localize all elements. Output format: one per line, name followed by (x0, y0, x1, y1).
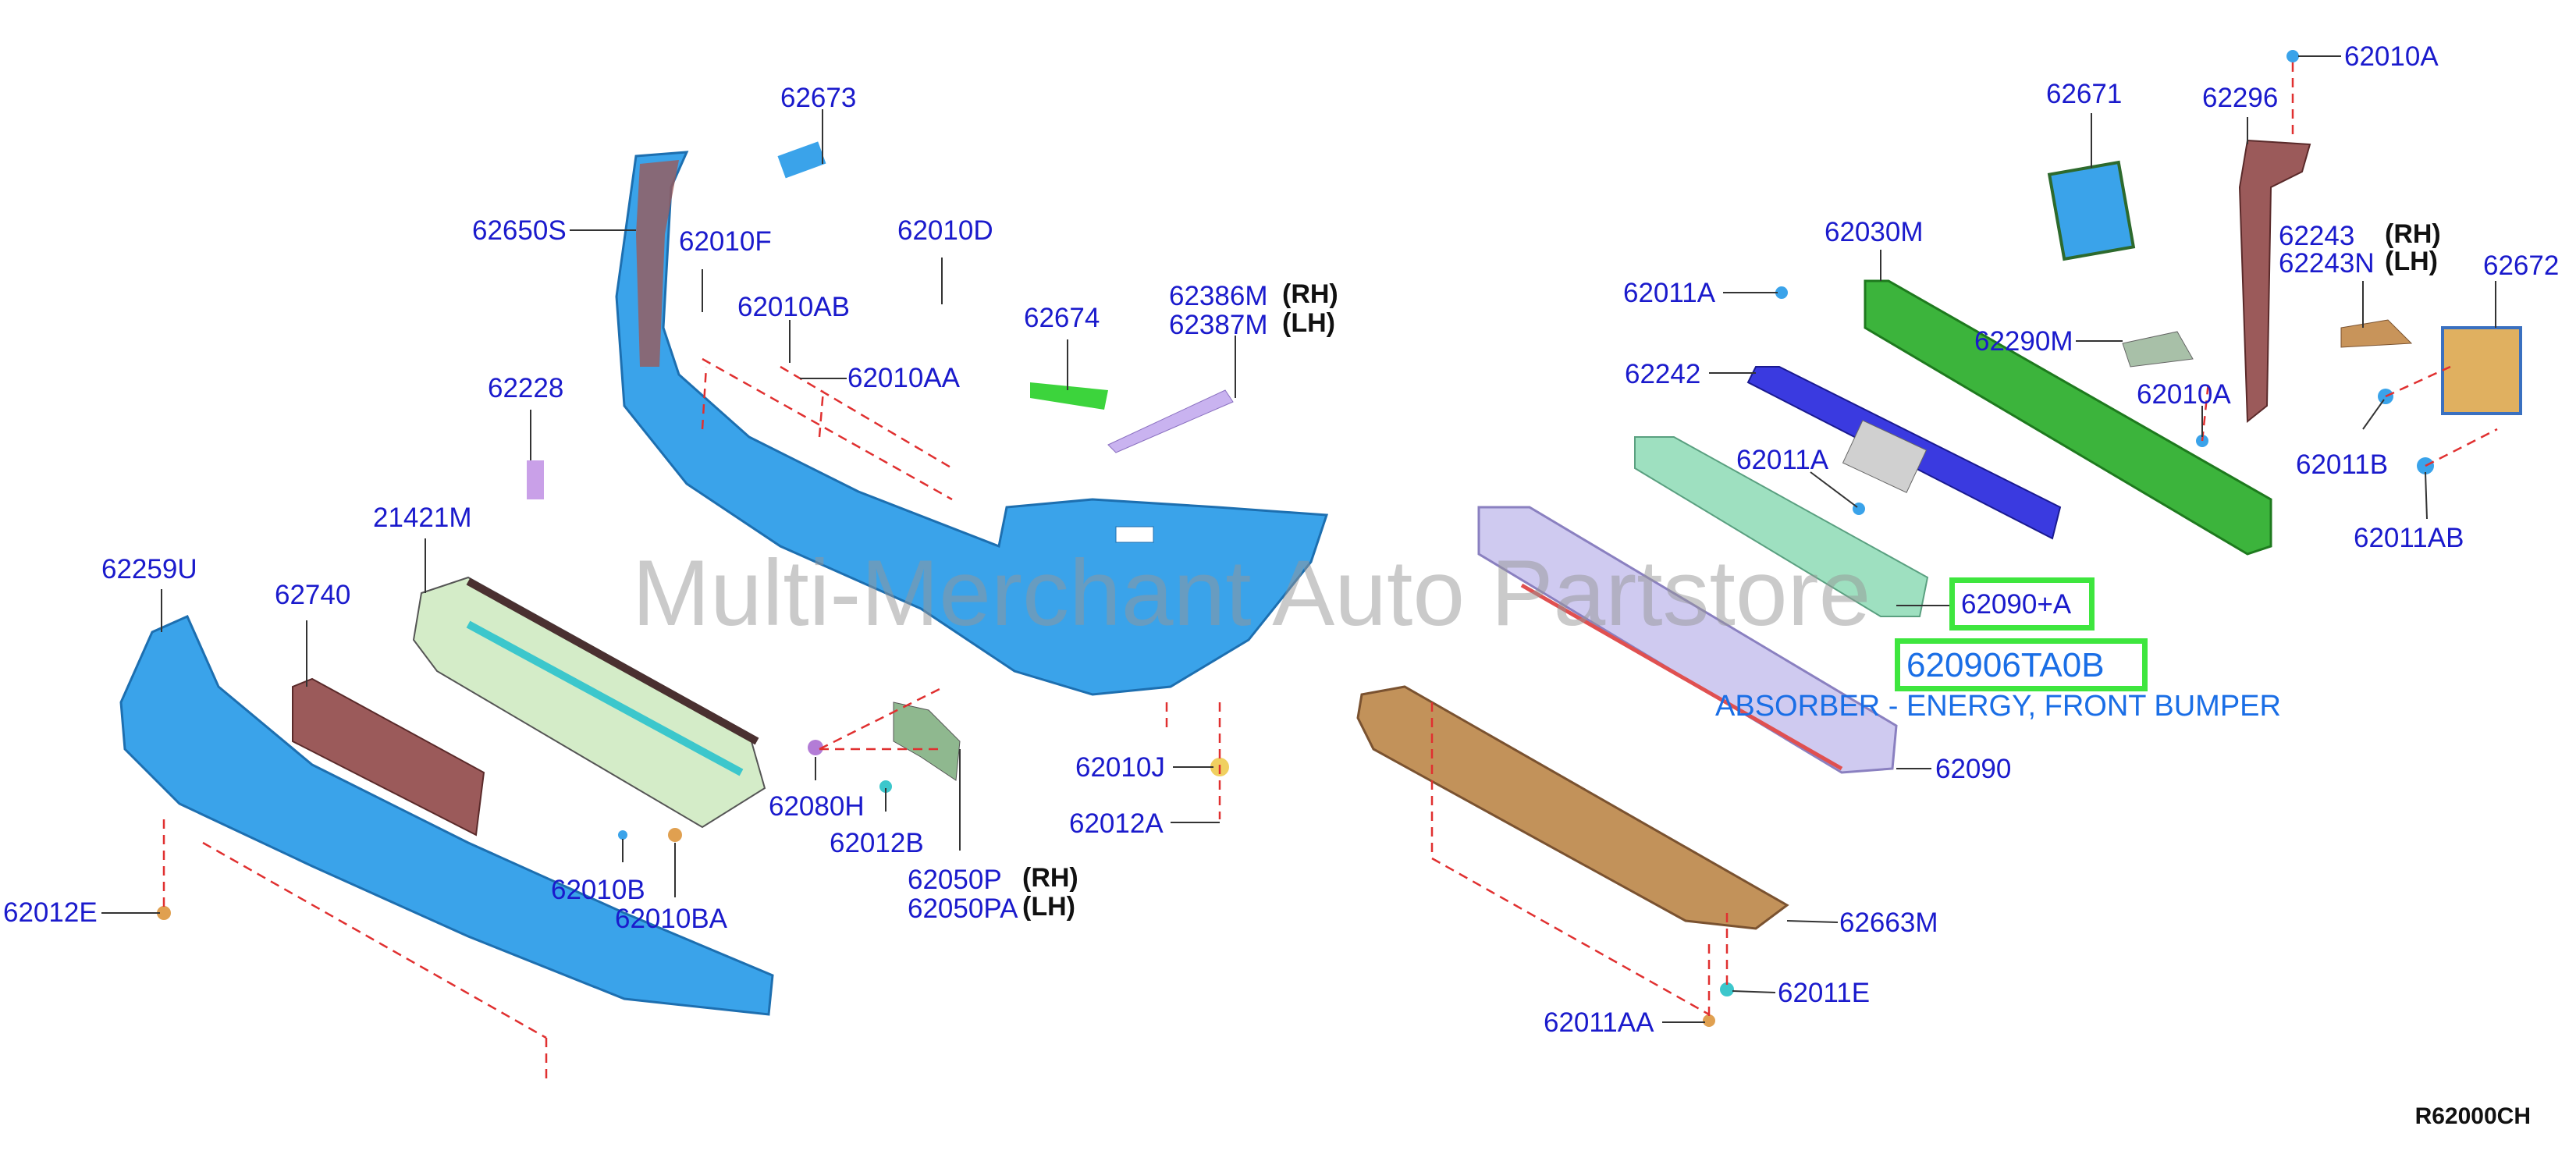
label-21421M[interactable]: 21421M (373, 503, 472, 533)
highlighted-part-description: ABSORBER - ENERGY, FRONT BUMPER (1715, 690, 2281, 723)
grille-bar (466, 620, 744, 776)
clip-62010BA (668, 828, 682, 842)
clip-62012B (879, 780, 892, 793)
bracket-62671 (2047, 160, 2136, 261)
label-62080H[interactable]: 62080H (769, 791, 865, 822)
label-62650S[interactable]: 62650S (472, 215, 567, 246)
label-62010AB[interactable]: 62010AB (737, 292, 851, 322)
label-62011B[interactable]: 62011B (2296, 449, 2389, 480)
label-62011A-top[interactable]: 62011A (1623, 278, 1716, 308)
bracket-62243 (2340, 319, 2413, 348)
bumper-reinforcement-62030M (1864, 279, 2272, 556)
label-62296[interactable]: 62296 (2202, 83, 2279, 113)
moulding-62386M (1107, 389, 1234, 453)
side-rh-62386M: (RH) (1282, 279, 1338, 309)
grille-frame (466, 577, 759, 745)
bracket-62672 (2441, 326, 2522, 415)
clip-62080H (808, 740, 823, 755)
label-62012E[interactable]: 62012E (3, 897, 98, 928)
bolt-62010A-top (2286, 50, 2299, 62)
absorber-edge (1520, 583, 1843, 771)
clip-62011AA (1703, 1014, 1715, 1027)
label-62011E[interactable]: 62011E (1778, 978, 1871, 1008)
absorber-upper-62090A (1634, 436, 1929, 617)
label-62090A[interactable]: 62090+A (1961, 589, 2072, 620)
label-62011AB[interactable]: 62011AB (2354, 523, 2464, 553)
bumper-inner-face (636, 160, 679, 367)
label-62673[interactable]: 62673 (780, 83, 857, 113)
bracket-62290M (2122, 331, 2194, 368)
bumper-reinforcement-plate (292, 677, 485, 837)
member-62296 (2238, 139, 2311, 424)
label-62387M[interactable]: 62387M (1169, 310, 1268, 340)
label-62671[interactable]: 62671 (2046, 79, 2123, 109)
label-62010BA[interactable]: 62010BA (615, 904, 728, 934)
side-rh-62243: (RH) (2385, 219, 2441, 249)
moulding-62674 (1030, 382, 1108, 410)
label-62243[interactable]: 62243 (2279, 221, 2355, 251)
license-cutout (1115, 526, 1154, 543)
label-62090[interactable]: 62090 (1935, 754, 2012, 784)
lower-bumper (119, 615, 774, 1016)
diagram-reference: R62000CH (2414, 1103, 2531, 1129)
label-62672[interactable]: 62672 (2483, 250, 2560, 281)
label-62050P[interactable]: 62050P (908, 865, 1002, 895)
fastener-dashes (162, 62, 2498, 1085)
highlight-box-62090A (1949, 577, 2095, 631)
front-bumper-fascia (615, 151, 1329, 696)
label-62259U[interactable]: 62259U (101, 554, 197, 584)
side-lh-62243N: (LH) (2385, 247, 2438, 276)
energy-absorber-62090 (1477, 506, 1898, 774)
side-lh-62050PA: (LH) (1022, 892, 1075, 922)
bracket-62673 (777, 141, 826, 179)
bracket-62228 (527, 460, 544, 499)
label-62010B[interactable]: 62010B (551, 875, 645, 905)
clip-62012E (157, 906, 171, 920)
label-62242[interactable]: 62242 (1625, 359, 1701, 389)
highlight-box-part-number (1895, 638, 2148, 691)
label-62030M[interactable]: 62030M (1825, 217, 1924, 247)
highlighted-part-number[interactable]: 620906TA0B (1906, 646, 2105, 684)
leader-lines (101, 55, 2496, 1023)
clip-62011E (1720, 982, 1734, 996)
label-62010D[interactable]: 62010D (897, 215, 993, 246)
label-62010F[interactable]: 62010F (679, 226, 772, 257)
clip-62010B (618, 830, 627, 840)
label-62011AA[interactable]: 62011AA (1544, 1007, 1654, 1038)
label-62386M[interactable]: 62386M (1169, 281, 1268, 311)
label-62290M[interactable]: 62290M (1974, 326, 2073, 357)
label-62010J[interactable]: 62010J (1075, 752, 1165, 783)
label-62663M[interactable]: 62663M (1839, 908, 1938, 938)
label-62740[interactable]: 62740 (275, 580, 351, 610)
side-lh-62387M: (LH) (1282, 308, 1335, 338)
bolt-62011A-top (1775, 286, 1788, 299)
label-62010A-top[interactable]: 62010A (2344, 41, 2439, 72)
label-62674[interactable]: 62674 (1024, 303, 1100, 333)
undercover-62663M (1356, 685, 1789, 930)
label-62010A-mid[interactable]: 62010A (2137, 379, 2231, 410)
label-62243N[interactable]: 62243N (2279, 248, 2375, 279)
label-62010AA[interactable]: 62010AA (847, 363, 961, 393)
bracket-62050P (893, 702, 961, 781)
label-62012B[interactable]: 62012B (830, 828, 924, 858)
label-62228[interactable]: 62228 (488, 373, 564, 403)
label-62050PA[interactable]: 62050PA (908, 893, 1018, 924)
label-62012A[interactable]: 62012A (1069, 808, 1164, 839)
stay-bracket (1842, 420, 1928, 493)
watermark: Multi-Merchant Auto Partstore (632, 541, 1871, 645)
label-62011A-mid[interactable]: 62011A (1736, 445, 1829, 475)
side-rh-62050P: (RH) (1022, 863, 1078, 893)
